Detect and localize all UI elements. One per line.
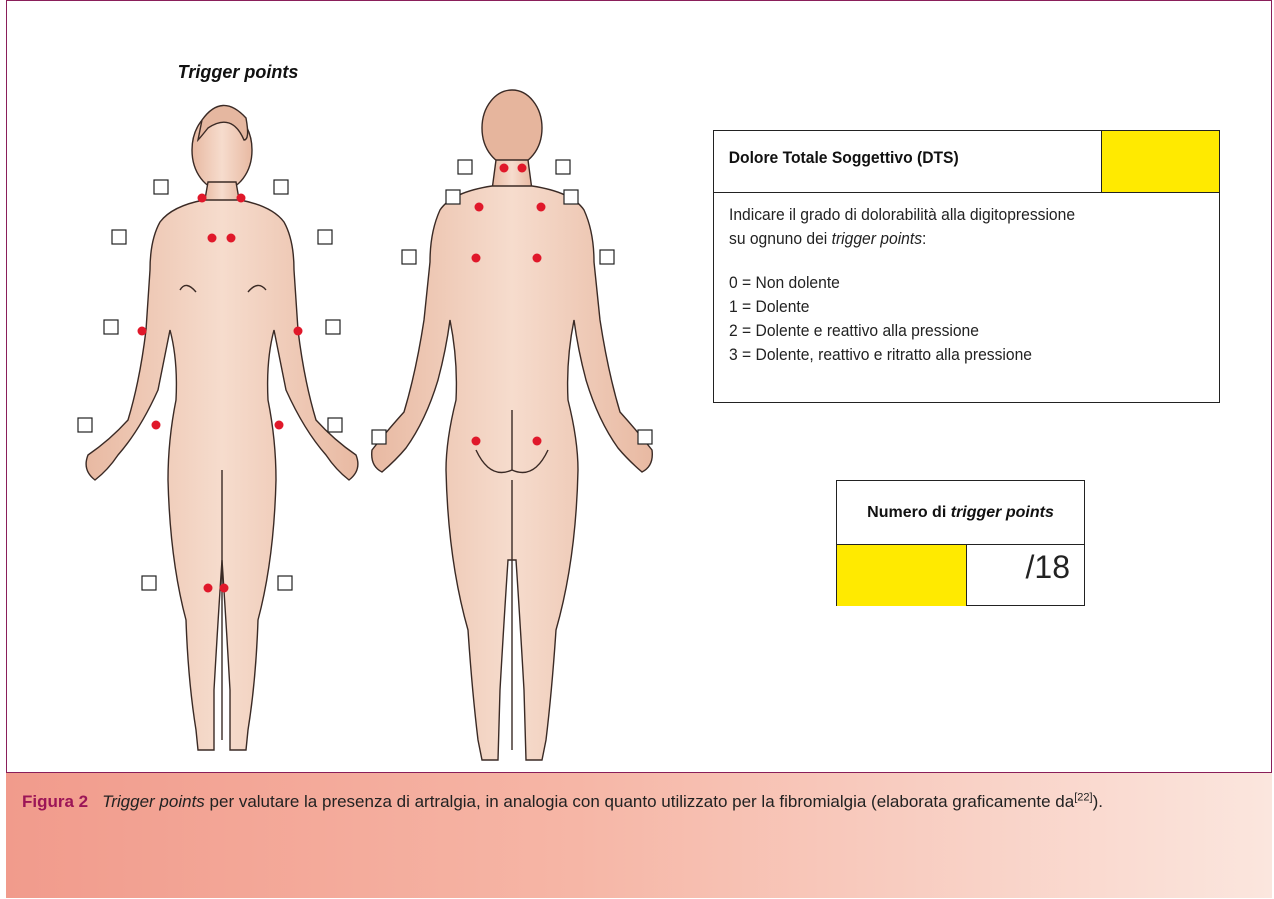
trigger-point: [220, 584, 229, 593]
caption-end: ).: [1093, 792, 1103, 811]
trigger-count-italic: trigger points: [951, 504, 1054, 522]
trigger-point: [198, 194, 207, 203]
dts-title: Dolore Totale Soggettivo (DTS): [714, 131, 1070, 192]
trigger-count-row: /18: [837, 545, 1084, 606]
tp-checkbox: [328, 418, 342, 432]
tp-checkbox: [278, 576, 292, 590]
dts-scale-item: 3 = Dolente, reattivo e ritratto alla pr…: [729, 343, 1171, 367]
figure-caption: Figura 2 Trigger points per valutare la p…: [6, 772, 1272, 898]
tp-checkbox: [78, 418, 92, 432]
trigger-point: [208, 234, 217, 243]
trigger-point: [138, 327, 147, 336]
dts-scale-item: 0 = Non dolente: [729, 271, 1171, 295]
dts-scale-item: 1 = Dolente: [729, 295, 1171, 319]
trigger-point: [518, 164, 527, 173]
tp-checkbox: [274, 180, 288, 194]
trigger-point: [533, 437, 542, 446]
dts-instruction-line2: su ognuno dei trigger points:: [729, 227, 1171, 251]
tp-checkbox: [326, 320, 340, 334]
tp-checkbox: [600, 250, 614, 264]
trigger-point: [472, 254, 481, 263]
trigger-count-total: /18: [967, 545, 1084, 606]
dts-box: Dolore Totale Soggettivo (DTS) Indicare …: [713, 130, 1220, 403]
trigger-point: [472, 437, 481, 446]
dts-instruction-line1: Indicare il grado di dolorabilità alla d…: [729, 203, 1171, 227]
dts-body: Indicare il grado di dolorabilità alla d…: [714, 193, 1219, 367]
dts-score-field[interactable]: [1101, 131, 1219, 192]
tp-checkbox: [402, 250, 416, 264]
trigger-count-label: Numero di trigger points: [837, 481, 1084, 545]
trigger-point: [227, 234, 236, 243]
trigger-point: [275, 421, 284, 430]
caption-text: per valutare la presenza di artralgia, i…: [205, 792, 1074, 811]
trigger-point: [294, 327, 303, 336]
back-head: [482, 90, 542, 166]
trigger-point: [537, 203, 546, 212]
tp-checkbox: [154, 180, 168, 194]
front-body-figure: [86, 105, 358, 750]
tp-checkbox: [564, 190, 578, 204]
caption-label: Figura 2: [22, 792, 88, 811]
dts-header: Dolore Totale Soggettivo (DTS): [714, 131, 1219, 193]
back-body-figure: [372, 90, 653, 760]
trigger-point: [475, 203, 484, 212]
dts-instruction-text: su ognuno dei: [729, 229, 832, 248]
tp-checkbox: [446, 190, 460, 204]
tp-checkbox: [638, 430, 652, 444]
trigger-count-prefix: Numero di: [867, 504, 946, 522]
dts-instruction-italic: trigger points: [832, 229, 922, 248]
trigger-point: [152, 421, 161, 430]
trigger-point: [533, 254, 542, 263]
caption-italic-lead: Trigger points: [102, 792, 205, 811]
tp-checkbox: [112, 230, 126, 244]
trigger-count-field[interactable]: [837, 545, 967, 606]
tp-checkbox: [556, 160, 570, 174]
trigger-point: [237, 194, 246, 203]
tp-checkbox: [142, 576, 156, 590]
dts-instruction-suffix: :: [922, 229, 926, 248]
caption-reference: [22]: [1074, 791, 1092, 803]
tp-checkbox: [318, 230, 332, 244]
trigger-count-box: Numero di trigger points /18: [836, 480, 1085, 606]
trigger-point: [500, 164, 509, 173]
trigger-point: [204, 584, 213, 593]
tp-checkbox: [458, 160, 472, 174]
tp-checkbox: [104, 320, 118, 334]
dts-scale-item: 2 = Dolente e reattivo alla pressione: [729, 319, 1171, 343]
tp-checkbox: [372, 430, 386, 444]
